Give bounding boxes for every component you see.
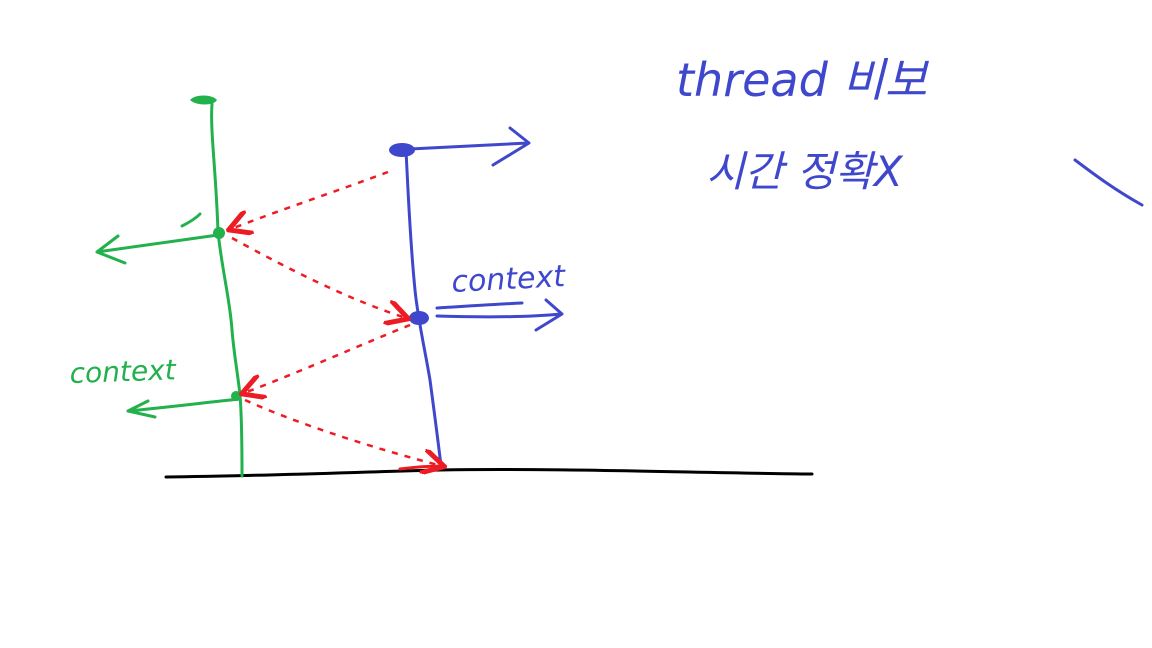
thread-a-arrow-2 — [126, 397, 242, 419]
thread-b-line — [404, 148, 443, 468]
thread-b-start-blob — [389, 143, 415, 157]
thread-b-arrow-context — [435, 298, 564, 332]
thread-a-switch-point-1 — [213, 227, 225, 239]
note-line-1: thread 비보 — [676, 53, 930, 107]
note-strike-tail — [1073, 158, 1144, 207]
thread-a-line — [210, 102, 244, 478]
context-switch-arrows — [231, 170, 446, 471]
context-label-thread-a: context — [69, 353, 177, 390]
switch-arrow-a-to-b-1 — [231, 236, 406, 318]
thread-a-arrow-1 — [95, 212, 220, 265]
timeline-baseline — [164, 468, 814, 479]
switch-arrow-b-to-a-2 — [244, 323, 411, 393]
switch-arrow-end-stroke — [398, 464, 446, 471]
context-label-thread-b: context — [451, 259, 568, 300]
switch-arrow-b-to-a-1 — [231, 170, 389, 229]
note-line-2: 시간 정확X — [706, 147, 904, 196]
thread-b-switch-point — [409, 311, 429, 325]
thread-b-arrow-top — [408, 126, 531, 167]
thread-a — [95, 95, 244, 478]
switch-arrow-a-to-b-2 — [244, 398, 442, 466]
thread-a-start-blob — [190, 95, 217, 105]
thread-b — [389, 126, 564, 468]
